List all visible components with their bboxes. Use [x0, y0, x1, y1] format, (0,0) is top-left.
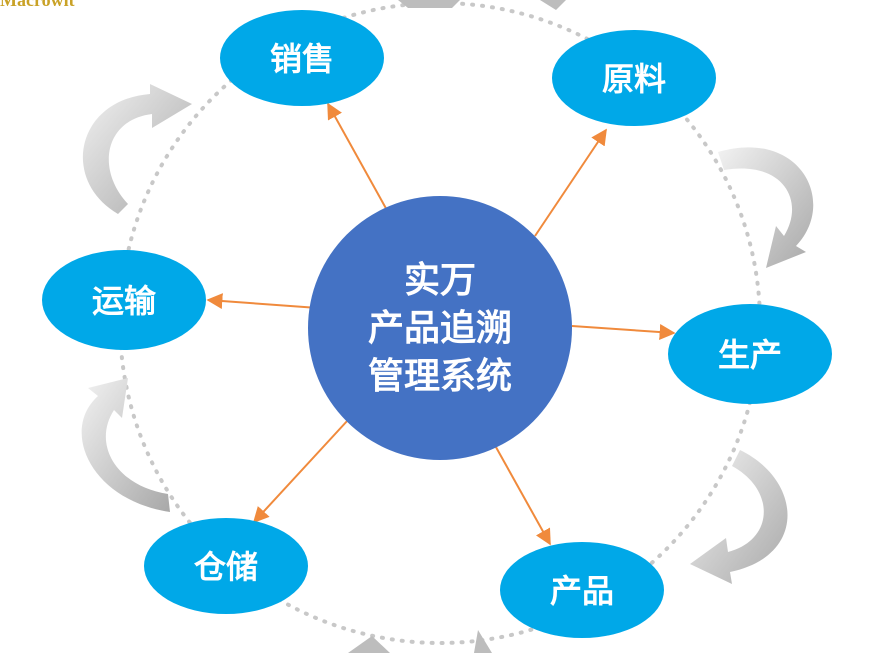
watermark-logo: Macrowit: [0, 0, 75, 10]
node-label: 原料: [602, 60, 666, 98]
node-label: 生产: [718, 336, 782, 374]
node-label: 运输: [92, 282, 157, 320]
center-title-line-1: 实万: [404, 260, 476, 301]
arrow-to-sales: [327, 102, 389, 213]
curved-arrow-icon: [82, 84, 192, 214]
node-label: 产品: [550, 572, 614, 610]
node-label: 仓储: [194, 548, 258, 586]
node-sales: 销售: [220, 10, 384, 106]
node-production: 生产: [668, 304, 832, 404]
arrow-to-product: [491, 439, 551, 546]
arrow-to-storage: [252, 419, 349, 524]
curved-arrow-icon: [474, 630, 492, 653]
center-title-line-2: 产品追溯: [368, 308, 512, 349]
curved-arrow-icon: [718, 147, 814, 268]
curved-arrow-icon: [398, 0, 460, 8]
node-storage: 仓储: [144, 518, 308, 614]
curved-arrow-icon: [348, 636, 390, 653]
node-label: 销售: [270, 40, 334, 78]
arrow-to-transport: [206, 293, 319, 310]
connector-arrows: [206, 102, 676, 546]
node-product: 产品: [500, 542, 664, 638]
center-circle: [308, 196, 572, 460]
center-hub: 实万 产品追溯 管理系统: [308, 196, 572, 460]
arrow-to-production: [571, 324, 676, 340]
cycle-arrows: [81, 0, 814, 653]
node-transport: 运输: [42, 250, 206, 350]
curved-arrow-icon: [540, 0, 566, 10]
center-title-line-3: 管理系统: [368, 356, 512, 397]
curved-arrow-icon: [81, 378, 170, 512]
curved-arrow-icon: [690, 450, 788, 584]
node-raw: 原料: [552, 30, 716, 126]
arrow-to-raw: [534, 128, 607, 237]
